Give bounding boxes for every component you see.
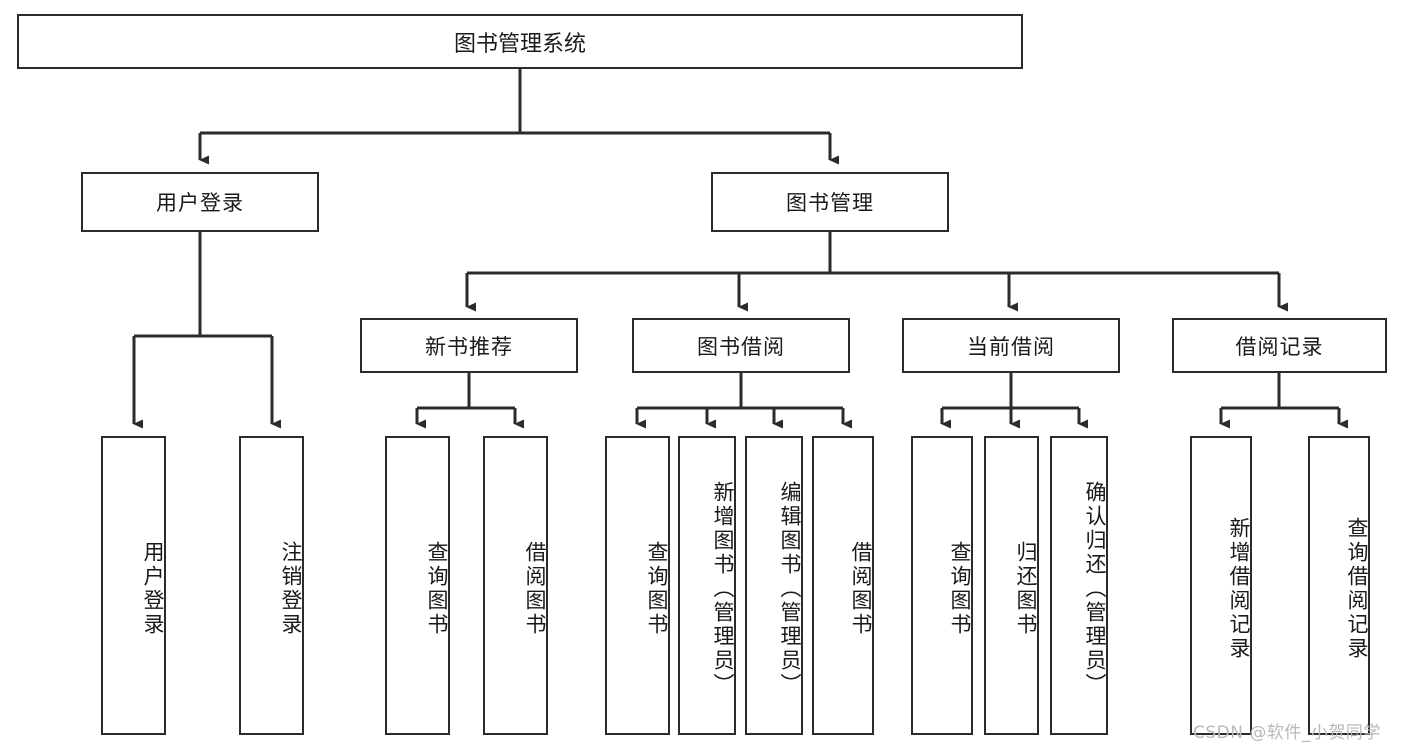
node-leaf-user-login[interactable]: 用户登录 [101, 436, 166, 735]
node-leaf-add-book[interactable]: 新增图书（管理员） [678, 436, 736, 735]
node-root-system[interactable]: 图书管理系统 [17, 14, 1023, 69]
node-label: 借阅记录 [1235, 334, 1324, 359]
node-label: 注销登录 [279, 540, 303, 637]
node-label: 查询图书 [948, 540, 972, 637]
node-leaf-borrow-book-1[interactable]: 借阅图书 [483, 436, 548, 735]
node-label: 用户登录 [141, 540, 165, 637]
node-label: 查询借阅记录 [1345, 516, 1369, 661]
node-leaf-query-record[interactable]: 查询借阅记录 [1308, 436, 1370, 735]
node-label: 图书借阅 [697, 334, 785, 359]
node-label: 新增图书（管理员） [711, 480, 735, 697]
node-label: 当前借阅 [967, 334, 1055, 359]
node-leaf-edit-book[interactable]: 编辑图书（管理员） [745, 436, 803, 735]
node-book-borrow[interactable]: 图书借阅 [632, 318, 850, 373]
node-leaf-return-book[interactable]: 归还图书 [984, 436, 1039, 735]
node-leaf-confirm-return[interactable]: 确认归还（管理员） [1050, 436, 1108, 735]
node-leaf-add-record[interactable]: 新增借阅记录 [1190, 436, 1252, 735]
node-leaf-logout[interactable]: 注销登录 [239, 436, 304, 735]
node-label: 图书管理 [786, 191, 874, 215]
node-label: 新书推荐 [425, 334, 513, 359]
node-leaf-query-book-3[interactable]: 查询图书 [911, 436, 973, 735]
node-user-login[interactable]: 用户登录 [81, 172, 319, 232]
node-label: 归还图书 [1014, 540, 1038, 637]
node-leaf-borrow-book-2[interactable]: 借阅图书 [812, 436, 874, 735]
node-current-borrow[interactable]: 当前借阅 [902, 318, 1120, 373]
node-label: 确认归还（管理员） [1083, 480, 1107, 697]
node-leaf-query-book-1[interactable]: 查询图书 [385, 436, 450, 735]
node-label: 查询图书 [425, 540, 449, 637]
node-label: 用户登录 [156, 191, 244, 215]
node-borrow-record[interactable]: 借阅记录 [1172, 318, 1387, 373]
node-book-manage[interactable]: 图书管理 [711, 172, 949, 232]
node-leaf-query-book-2[interactable]: 查询图书 [605, 436, 670, 735]
node-label: 编辑图书（管理员） [778, 480, 802, 697]
node-label: 图书管理系统 [453, 31, 586, 57]
node-label: 查询图书 [645, 540, 669, 637]
node-label: 新增借阅记录 [1227, 516, 1251, 661]
node-label: 借阅图书 [849, 540, 873, 637]
node-label: 借阅图书 [523, 540, 547, 637]
node-new-book-recommend[interactable]: 新书推荐 [360, 318, 578, 373]
